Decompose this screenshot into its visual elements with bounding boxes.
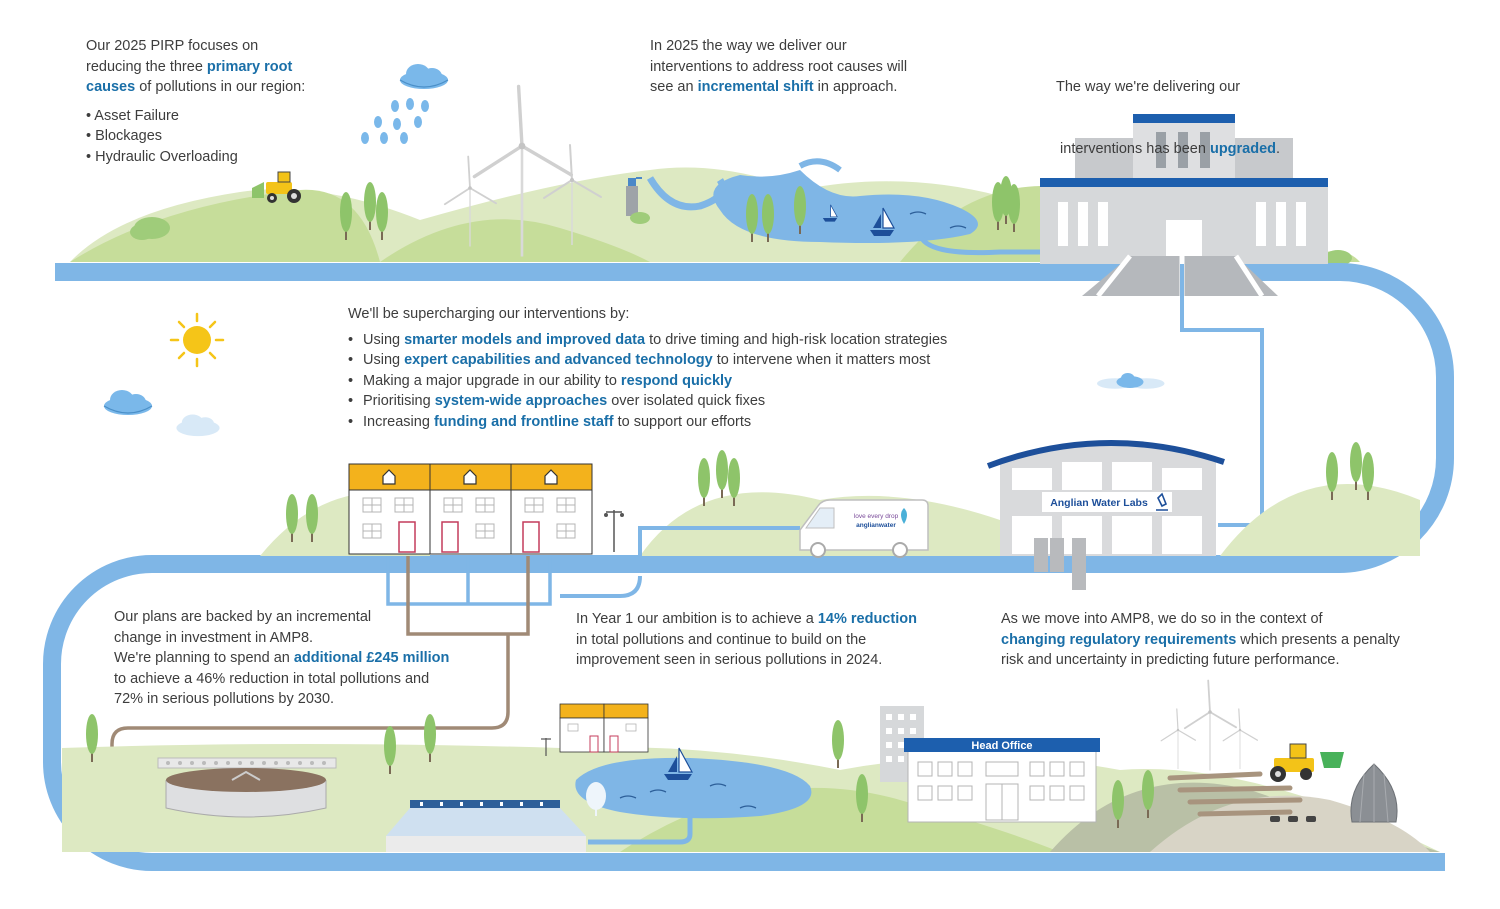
amp8-context-text: As we move into AMP8, we do so in the co…: [1001, 611, 1400, 668]
water-drop-icon: [901, 508, 907, 524]
tree-white-icon: [586, 782, 606, 816]
year1-ambition-text: In Year 1 our ambition is to achieve a 1…: [576, 611, 917, 668]
farmland-furrows: [1167, 771, 1303, 817]
list-item: Increasing funding and frontline staff t…: [348, 412, 988, 433]
bushes: [130, 212, 1352, 266]
supercharge-list: Using smarter models and improved data t…: [348, 330, 988, 433]
anglian-water-van: love every drop anglianwater: [799, 499, 929, 558]
anglian-water-labs-building: Anglian Water Labs: [986, 440, 1225, 590]
sheep-icons: [1270, 816, 1316, 822]
tractor-icon: [252, 171, 301, 203]
wind-turbines-bottom: [1160, 679, 1259, 772]
rain-cloud-icon: [361, 63, 449, 144]
incremental-shift-text: In 2025 the way we deliver our intervent…: [650, 38, 908, 95]
pirp-focus-text: Our 2025 PIRP focuses on reducing the th…: [86, 36, 336, 167]
root-causes-list: • Asset Failure • Blockages • Hydraulic …: [86, 106, 336, 168]
street-lamp-icon: [604, 510, 624, 552]
sailboat-icon: [870, 207, 896, 236]
bottom-lake: [575, 757, 812, 845]
list-item: Prioritising system-wide approaches over…: [348, 391, 988, 412]
sun-icon: [169, 312, 225, 368]
van-slogan: love every drop: [854, 513, 899, 520]
top-lake: [646, 158, 1042, 256]
list-item: • Blockages: [86, 128, 163, 144]
upgraded-text: The way we're delivering our interventio…: [1056, 79, 1281, 157]
street-lamp-small-icon: [541, 738, 551, 756]
list-item: • Hydraulic Overloading: [86, 148, 238, 165]
list-item: Using expert capabilities and advanced t…: [348, 350, 988, 371]
sludge-tank: [157, 757, 337, 818]
van-logo-text: anglianwater: [856, 522, 896, 529]
head-office-building: Head Office: [904, 738, 1100, 823]
anaerobic-digester-icon: [1350, 763, 1398, 823]
sailboat-small-icon: [822, 204, 838, 222]
investment-text: Our plans are backed by an incremental c…: [114, 609, 450, 707]
list-item: • Asset Failure: [86, 107, 179, 124]
cloud-icons: [103, 373, 1165, 437]
list-item: Using smarter models and improved data t…: [348, 330, 988, 351]
filter-bed: [386, 800, 586, 852]
microscope-icon: [1156, 492, 1168, 511]
list-item: Making a major upgrade in our ability to…: [348, 371, 988, 392]
supercharging-text: We'll be supercharging our interventions…: [348, 304, 988, 432]
house-drain-pipes: [386, 526, 800, 606]
water-tower-icon: [626, 177, 642, 216]
terraced-houses: [348, 463, 593, 555]
head-office-sign: Head Office: [971, 740, 1032, 752]
sailboat-bottom-icon: [664, 747, 694, 780]
labs-sign: Anglian Water Labs: [1050, 497, 1148, 509]
tractor-spreader-icon: [1270, 743, 1344, 782]
water-treatment-works: [1040, 114, 1328, 527]
small-houses: [559, 703, 649, 753]
